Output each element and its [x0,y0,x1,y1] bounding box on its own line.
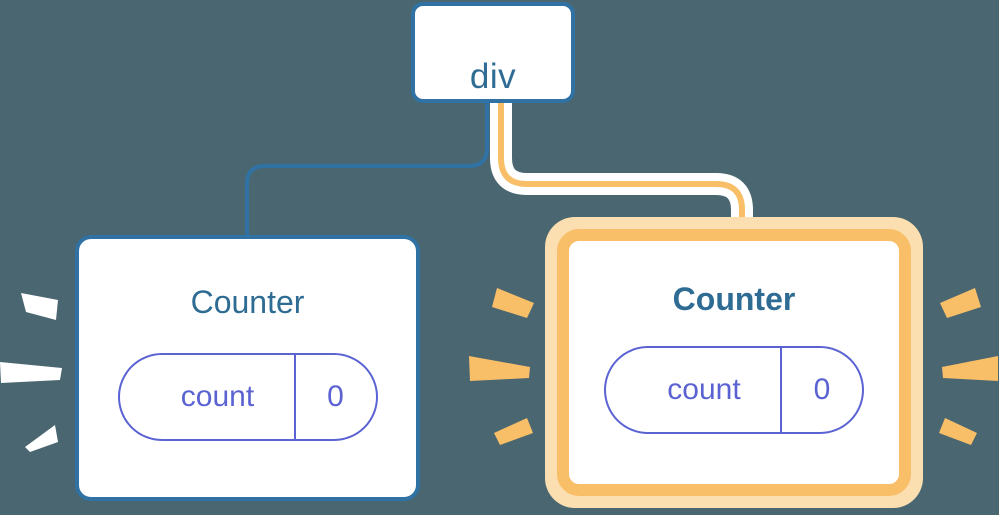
node-counter-right[interactable]: Counter count 0 [557,229,911,496]
node-counter-left[interactable]: Counter count 0 [75,235,420,501]
burst-left-white [0,293,62,452]
state-key-left: count [180,380,255,413]
state-value-left: 0 [293,355,376,439]
burst-ray-white-top [21,293,58,320]
burst-ray-orange-right-top [940,288,981,318]
state-pill-left: count 0 [117,353,378,441]
burst-ray-orange-mid-top [492,288,534,318]
burst-ray-orange-mid-bottom [494,418,533,445]
node-div[interactable]: div [411,2,575,103]
burst-ray-white-middle [0,362,62,383]
burst-ray-orange-mid-middle [469,356,530,381]
burst-ray-orange-right-middle [942,356,998,381]
burst-ray-white-bottom [25,425,58,452]
state-pill-right: count 0 [604,346,864,434]
edge-div-to-counter-left [245,102,489,237]
state-value-right: 0 [780,348,862,432]
edge-halo-div-to-counter-right [490,102,753,235]
node-counter-right-label: Counter [672,281,796,317]
state-key-right: count [667,373,741,406]
burst-right-orange [939,288,998,445]
burst-ray-orange-right-bottom [939,418,977,445]
edge-div-to-counter-right [498,102,745,235]
burst-middle-orange [469,288,534,445]
node-div-label: div [469,56,517,96]
node-counter-left-label: Counter [190,284,305,320]
